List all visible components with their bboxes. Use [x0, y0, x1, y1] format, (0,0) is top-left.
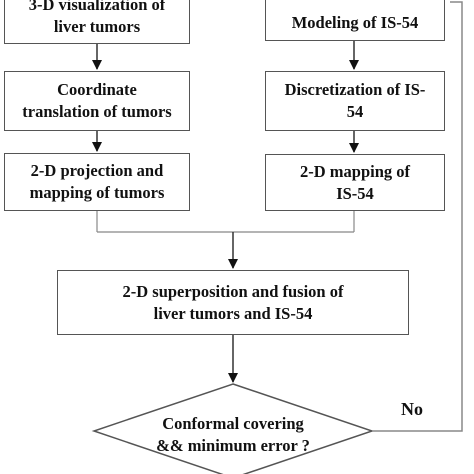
no-label: No [401, 399, 423, 419]
superposition-text: 2-D superposition and fusion of liver tu… [122, 281, 344, 323]
visualization-box: 3-D visualization of liver tumors [4, 0, 190, 44]
decision-text: Conformal covering && minimum error ? [156, 414, 310, 455]
projection-text: 2-D projection and mapping of tumors [29, 161, 165, 202]
discretization-text: Discretization of IS- 54 [284, 80, 426, 121]
coordinate-translation-box: Coordinate translation of tumors [4, 71, 190, 131]
discretization-box: Discretization of IS- 54 [265, 71, 445, 131]
mapping-text: 2-D mapping of IS-54 [299, 161, 410, 203]
coordinate-translation-text: Coordinate translation of tumors [22, 80, 172, 121]
decision-diamond [91, 383, 375, 474]
mapping-box: 2-D mapping of IS-54 [265, 154, 445, 211]
projection-box: 2-D projection and mapping of tumors [4, 153, 190, 211]
superposition-box: 2-D superposition and fusion of liver tu… [57, 270, 409, 335]
modeling-text: Modeling of IS-54 [291, 13, 419, 32]
feedback-loop-no [372, 1, 463, 432]
modeling-box: Modeling of IS-54 [265, 0, 445, 41]
visualization-text: 3-D visualization of liver tumors [28, 0, 166, 36]
